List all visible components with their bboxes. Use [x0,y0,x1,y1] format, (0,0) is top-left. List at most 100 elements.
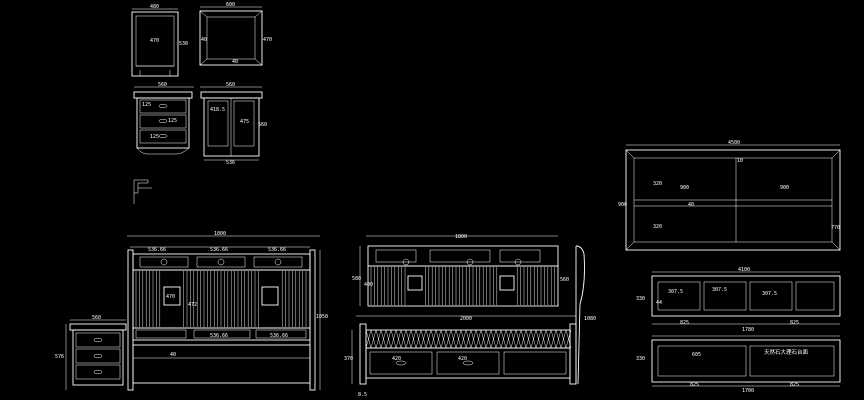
lattice-line [390,329,397,349]
nightstand-front-view: 480 470 530 [131,4,188,77]
daybed-back-elevation: 1800 580 400 560 [352,234,569,307]
lattice-line [560,329,567,349]
lattice-line [380,329,387,349]
lattice-line [545,329,552,349]
dim-side-height: 1080 [584,316,596,322]
lattice-line [450,329,457,349]
lattice-line [460,329,467,349]
dim-nightstand-width: 480 [150,4,159,10]
dim-drawer2: 125 [168,118,177,124]
dim-low-width: 1700 [742,388,754,394]
dim-low-b: 825 [690,382,699,388]
dim-side-b: 475 [240,119,249,125]
dim-bottom: 40 [170,352,176,358]
lattice-line [510,329,517,349]
lattice-line [525,329,532,349]
lattice-line [425,329,432,349]
lattice-line [440,329,447,349]
dim-tv-a: 320 [653,181,662,187]
dim-drawer-a: 536.66 [210,333,228,339]
dim-side-base: 536 [226,160,235,166]
small-cabinet-elevation: 560 576 [55,315,127,390]
lattice-line [515,329,522,349]
headboard-elevation: 1800 536.66 536.66 536.66 470 472 536.66… [127,231,328,391]
tv-cabinet-mid-elevation: 4100 307.5 307.5 307.5 330 44 825 825 17… [636,267,841,333]
dim-tv-f: 10 [737,158,743,164]
dim-low-c: 825 [790,382,799,388]
dim-mid-i: 44 [656,300,662,306]
lattice-line [495,329,502,349]
lattice-line [430,329,437,349]
tv-cabinet-low-elevation: 605 330 天然石大理石台面 825 825 1700 [636,335,841,394]
dim-mid-d: 825 [680,320,689,326]
dim-seat-base: 8.5 [358,392,367,398]
dim-tv-g: 770 [831,225,840,231]
dim-tv-d: 40 [688,202,694,208]
dim-top-width: 600 [226,2,235,8]
dim-side-width: 560 [226,82,235,88]
dim-daybed-mid: 400 [364,282,373,288]
dim-top-depth: 470 [263,37,272,43]
lattice-line [395,329,402,349]
lattice-line [400,329,407,349]
dim-tv-b: 900 [680,185,689,191]
dim-daybed-height: 580 [352,276,361,282]
lattice-line [420,329,427,349]
dim-mid-c: 307.5 [762,291,777,297]
dim-mid-a: 307.5 [668,289,683,295]
dim-mid-e: 825 [790,320,799,326]
dim-side-a: 418.5 [210,107,225,113]
dim-mid-h: 330 [636,296,645,302]
lattice-line [465,329,472,349]
dim-tv-height: 900 [618,202,627,208]
lattice-line [505,329,512,349]
dim-panel2: 536.66 [210,247,228,253]
dim-drawer1: 125 [142,102,151,108]
dim-seat-d1: 420 [392,356,401,362]
dim-nightstand-height: 530 [179,41,188,47]
lattice-line [475,329,482,349]
lattice-line [565,329,572,349]
nightstand-drawer-front: 560 125 125 125 [133,82,194,155]
lattice-line [485,329,492,349]
lattice-line [490,329,497,349]
dim-tv-width: 4500 [728,140,740,146]
lattice-line [375,329,382,349]
daybed-side-profile: 1080 [575,245,596,385]
lattice-line [500,329,507,349]
tv-cabinet-top-view: 4500 320 900 900 40 320 900 10 770 [618,140,841,251]
note-marble-top: 天然石大理石台面 [764,348,809,356]
dim-front2-width: 560 [158,82,167,88]
daybed-seat-elevation: 2000 420 420 370 8.5 [344,315,577,398]
dim-tv-c: 900 [780,185,789,191]
lattice-line [455,329,462,349]
lattice-line [435,329,442,349]
dim-side-height: 560 [258,122,267,128]
dim-mid-b: 307.5 [712,287,727,293]
dim-seat-h: 370 [344,356,353,362]
dim-inset: 470 [166,294,175,300]
lattice-line [370,329,377,349]
dim-panel1: 536.66 [148,247,166,253]
dim-seat-d2: 420 [458,356,467,362]
nightstand-side-view: 560 418.5 475 560 536 [200,82,267,166]
lattice-line [540,329,547,349]
dim-inset2: 472 [188,302,197,308]
lattice-line [365,329,372,349]
lattice-line [555,329,562,349]
dim-tv-e: 320 [653,224,662,230]
lattice-line [480,329,487,349]
dim-top-inner: 40 [201,37,207,43]
dim-panel3: 536.66 [268,247,286,253]
lattice-line [410,329,417,349]
lattice-line [520,329,527,349]
lattice-line [530,329,537,349]
dim-headboard-height: 1050 [316,314,328,320]
nightstand-top-view: 600 40 470 40 [199,2,272,66]
lattice-line [535,329,542,349]
dim-drawer-b: 536.66 [270,333,288,339]
lattice-line [405,329,412,349]
dim-cabinet-width: 560 [92,315,101,321]
dim-mid-f: 1780 [742,327,754,333]
dim-low-a: 605 [692,352,701,358]
